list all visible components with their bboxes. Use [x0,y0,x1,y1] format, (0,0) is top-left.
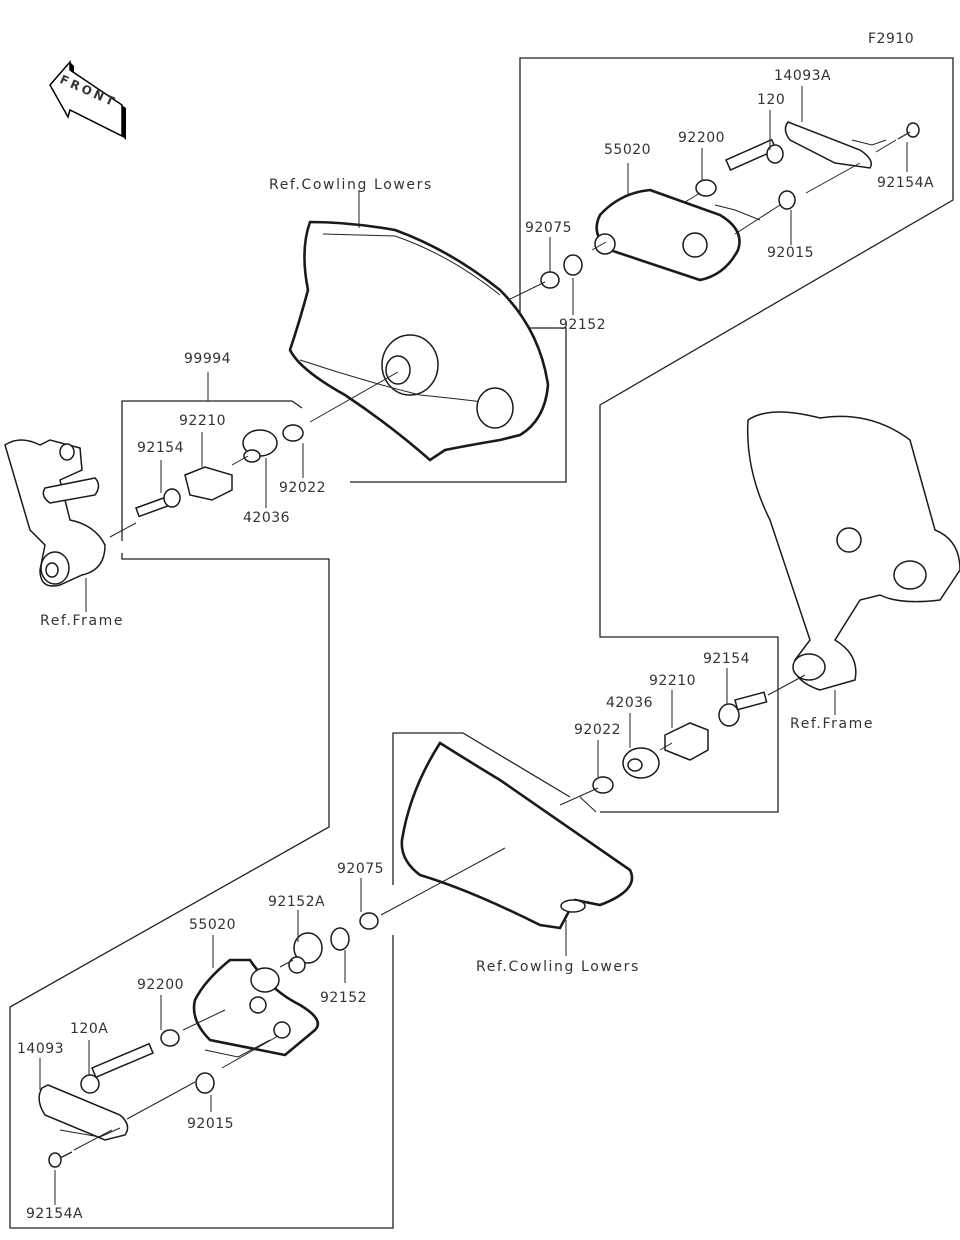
part-label-92152-lower[interactable]: 92152 [320,990,368,1006]
part-label-14093[interactable]: 14093 [17,1041,65,1057]
spacer-92210-left [184,466,233,501]
screw-92154a-lower [48,1151,73,1168]
part-label-92075-lower[interactable]: 92075 [337,861,385,877]
part-label-120[interactable]: 120 [757,92,786,108]
lower-cowling [400,741,634,930]
part-label-92152-upper[interactable]: 92152 [559,317,607,333]
ref-frame-right-label[interactable]: Ref.Frame [790,716,875,732]
part-label-120a[interactable]: 120A [70,1021,109,1037]
badge-plate-lower [38,1084,129,1141]
washer-92200-upper [695,179,717,197]
group-outline-left [121,400,303,541]
collar-92015-upper [778,190,796,210]
washer-92022-right [592,776,614,794]
ref-frame-left-label[interactable]: Ref.Frame [40,613,125,629]
part-label-92152a[interactable]: 92152A [268,894,326,910]
collar-42036-left [242,429,278,463]
ref-cowling-lowers-upper-label[interactable]: Ref.Cowling Lowers [269,177,433,193]
bolt-92154-left [135,488,181,518]
part-label-92015-upper[interactable]: 92015 [767,245,815,261]
frame-bracket-right [746,411,960,691]
bolt-92154-right [718,691,768,727]
part-label-14093a[interactable]: 14093A [774,68,832,84]
part-label-92200-upper[interactable]: 92200 [678,130,726,146]
part-label-92154a-lower[interactable]: 92154A [26,1206,84,1222]
bolt-120a-lower [80,1042,154,1094]
part-label-92154-left[interactable]: 92154 [137,440,185,456]
collar-92152a-lower [288,932,323,974]
screw-92154a-upper [897,122,920,140]
frame-slider-lower [192,958,320,1057]
collar-92152-lower [330,927,350,951]
part-label-92075-upper[interactable]: 92075 [525,220,573,236]
part-label-92210-right[interactable]: 92210 [649,673,697,689]
collar-92152-upper [563,254,583,276]
washer-92075-lower [359,912,379,930]
part-label-92154a-upper[interactable]: 92154A [877,175,935,191]
part-label-92200-lower[interactable]: 92200 [137,977,185,993]
ref-cowling-lowers-lower-label[interactable]: Ref.Cowling Lowers [476,959,640,975]
spacer-92210-right [664,722,709,761]
front-arrow-icon [49,59,126,140]
part-label-92210-left[interactable]: 92210 [179,413,227,429]
collar-42036-right [622,747,660,779]
washer-92022-left [282,424,304,442]
badge-plate-upper [784,121,872,169]
washer-92075-upper [540,271,560,289]
upper-cowling-lower [288,220,550,462]
part-label-42036-right[interactable]: 42036 [606,695,654,711]
part-label-92022-right[interactable]: 92022 [574,722,622,738]
collar-92015-lower [195,1072,215,1094]
part-label-92015-lower[interactable]: 92015 [187,1116,235,1132]
part-label-92022-left[interactable]: 92022 [279,480,327,496]
figure-code: F2910 [868,31,915,47]
frame-slider-upper [594,188,741,282]
part-label-55020-lower[interactable]: 55020 [189,917,237,933]
bolt-120 [725,138,784,172]
washer-92200-lower [160,1029,180,1047]
part-label-99994[interactable]: 99994 [184,351,232,367]
part-label-55020-upper[interactable]: 55020 [604,142,652,158]
frame-bracket-left [4,439,106,587]
part-label-92154-right[interactable]: 92154 [703,651,751,667]
group-outline-upper-right [519,57,954,813]
part-label-42036-left[interactable]: 42036 [243,510,291,526]
